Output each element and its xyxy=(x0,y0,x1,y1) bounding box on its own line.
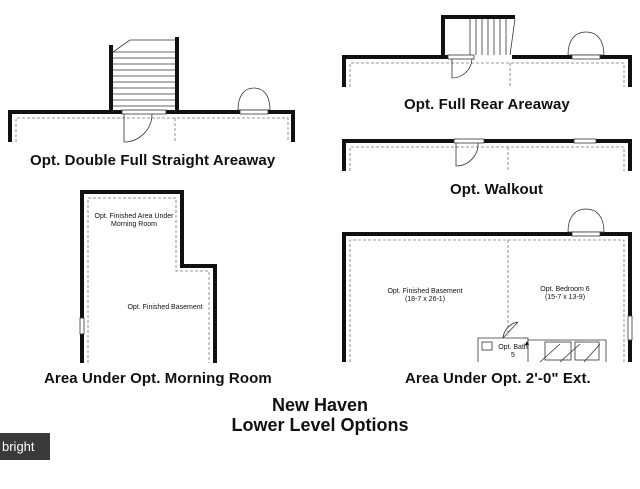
morning-room-plan xyxy=(79,190,217,363)
interior-dashed-line-step xyxy=(175,260,210,363)
room-label-bedroom: Opt. Bedroom 6 (15-7 x 13-9) xyxy=(525,286,605,302)
top-wall-left xyxy=(342,139,454,143)
right-wall xyxy=(291,110,295,142)
door-swing xyxy=(451,58,473,79)
left-wall-upper xyxy=(80,190,84,318)
window-well xyxy=(567,208,605,233)
right-wall xyxy=(628,139,632,171)
floor-plan-drawings xyxy=(8,15,633,363)
left-wall xyxy=(342,232,346,362)
left-wall xyxy=(8,110,12,142)
top-wall-right xyxy=(600,232,632,236)
stair-side-line xyxy=(509,18,516,56)
stair-treads xyxy=(469,19,507,55)
interior-dashed-line xyxy=(349,239,625,362)
caption-extension: Area Under Opt. 2'-0" Ext. xyxy=(405,370,591,387)
stair-top-landing xyxy=(112,39,175,53)
stair-left-wall xyxy=(441,15,445,59)
right-wall-upper xyxy=(180,190,184,268)
plan-subtitle: Lower Level Options xyxy=(231,415,409,435)
top-wall-middle xyxy=(512,55,572,59)
door-swing xyxy=(455,142,479,167)
top-wall-left xyxy=(342,232,572,236)
top-wall-left xyxy=(342,55,448,59)
left-wall-lower xyxy=(80,334,84,363)
top-wall-left xyxy=(8,110,122,114)
right-window xyxy=(627,315,633,341)
interior-dashed-line xyxy=(15,117,289,142)
window xyxy=(571,231,601,237)
left-wall xyxy=(342,139,346,171)
caption-double-areaway: Opt. Double Full Straight Areaway xyxy=(30,152,276,169)
caption-rear-areaway: Opt. Full Rear Areaway xyxy=(404,96,570,113)
double-areaway-plan xyxy=(8,37,295,143)
window-well xyxy=(237,87,271,111)
room-dimensions: (18-7 x 26-1) xyxy=(404,296,446,303)
room-name: Opt. Finished Basement xyxy=(387,288,463,295)
window-well xyxy=(567,31,605,56)
stair-treads xyxy=(113,51,175,107)
top-wall-right xyxy=(268,110,294,114)
door-swing xyxy=(123,113,153,143)
window xyxy=(571,54,601,60)
right-wall-lower xyxy=(628,340,632,362)
window xyxy=(573,138,597,144)
arrow-marker xyxy=(525,341,529,345)
window xyxy=(239,109,269,115)
watermark-brand: bright xyxy=(2,439,35,454)
left-wall xyxy=(342,55,346,87)
stair-right-wall xyxy=(175,37,179,113)
top-wall xyxy=(80,190,184,194)
walkout-plan xyxy=(342,138,632,171)
room-dimensions: (15-7 x 13-9) xyxy=(544,294,586,301)
stair-top-wall xyxy=(441,15,515,19)
rear-areaway-plan xyxy=(342,15,632,87)
right-wall xyxy=(628,55,632,87)
room-label-finished-area: Opt. Finished Area Under Morning Room xyxy=(94,213,174,228)
door-opening xyxy=(121,109,167,115)
top-wall-middle xyxy=(484,139,574,143)
bath-outline xyxy=(477,321,607,363)
door-opening xyxy=(447,54,475,60)
watermark-suffix: MLS xyxy=(2,470,23,481)
stair-left-wall xyxy=(109,45,113,113)
step-wall xyxy=(180,264,217,268)
right-wall-upper xyxy=(628,232,632,316)
interior-dashed-line xyxy=(349,62,625,87)
caption-walkout: Opt. Walkout xyxy=(450,181,544,198)
room-name: Opt. Bedroom 6 xyxy=(540,286,590,293)
top-wall-right xyxy=(596,139,632,143)
room-label-bath: Opt. Bath 5 xyxy=(498,344,528,359)
top-wall-right xyxy=(600,55,632,59)
room-label-ext-finished-basement: Opt. Finished Basement (18-7 x 26-1) xyxy=(370,288,480,304)
caption-morning-room: Area Under Opt. Morning Room xyxy=(44,370,272,387)
interior-dashed-line xyxy=(87,197,177,363)
extension-plan xyxy=(342,208,633,363)
room-label-finished-basement: Opt. Finished Basement xyxy=(127,304,203,311)
mls-watermark-logo: bright MLS xyxy=(0,433,50,481)
top-wall-middle xyxy=(166,110,240,114)
right-wall-lower xyxy=(213,264,217,363)
window xyxy=(79,317,85,335)
plan-title: New Haven xyxy=(271,395,369,415)
door-opening xyxy=(453,138,485,144)
interior-dashed-line xyxy=(349,146,625,171)
